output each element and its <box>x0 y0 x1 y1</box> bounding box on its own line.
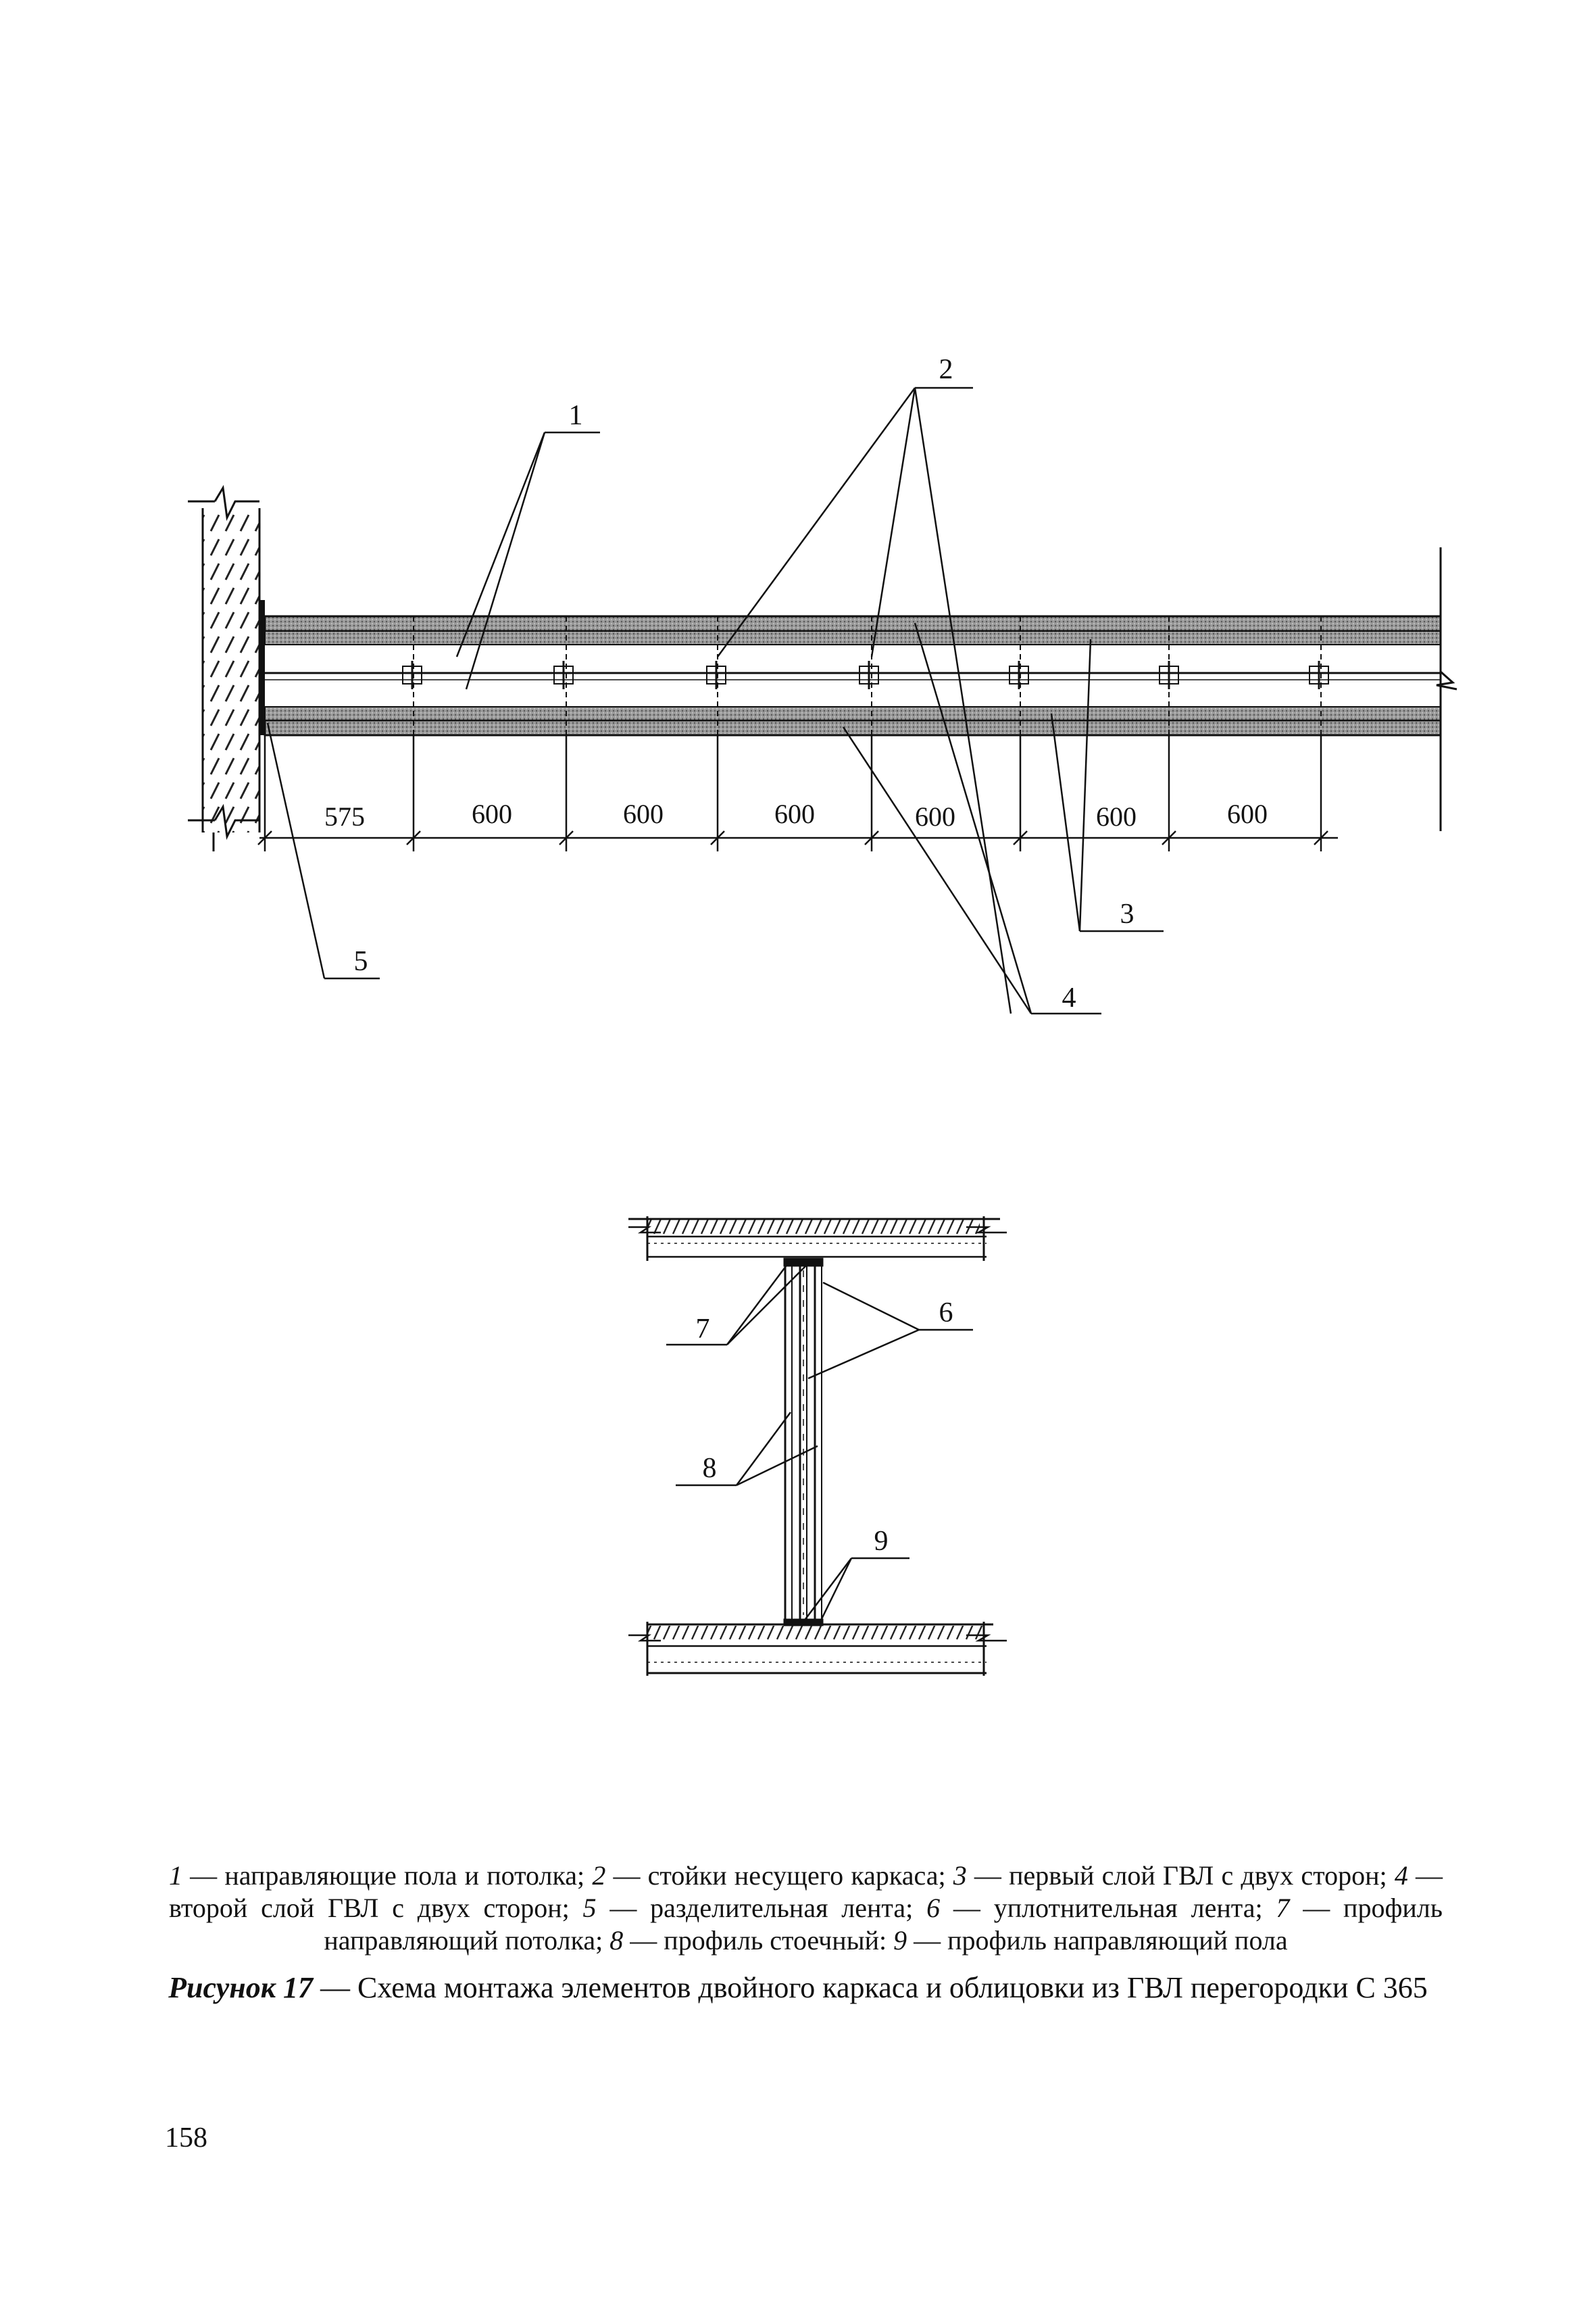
legend-item-3: 3 — первый слой ГВЛ с двух сторон; <box>953 1860 1395 1891</box>
callout-3: 3 <box>1120 899 1134 930</box>
studs <box>402 661 1329 689</box>
legend-item-8: 8 — профиль стоечный: <box>609 1925 894 1956</box>
callout-8: 8 <box>703 1453 717 1484</box>
legend-item-4: 4 — второй слой ГВЛ с двух сторон; <box>169 1860 1443 1923</box>
callout-4: 4 <box>1062 982 1076 1014</box>
callout-5: 5 <box>354 946 368 977</box>
dim-label-6: 600 <box>1227 799 1268 829</box>
callout-2: 2 <box>939 354 953 385</box>
figure-label: Рисунок 17 <box>168 1971 314 2004</box>
dim-label-4: 600 <box>915 801 955 832</box>
masonry-wall <box>188 484 261 851</box>
board-layer-1-top <box>264 630 1441 645</box>
figure-title: — Схема монтажа элементов двойного карка… <box>313 1971 1428 2004</box>
legend-item-1: 1 — направляющие пола и потолка; <box>169 1860 593 1891</box>
callout-1: 1 <box>569 400 583 431</box>
page-number: 158 <box>165 2122 207 2154</box>
dimension-chain <box>257 735 1338 851</box>
callout-6: 6 <box>939 1297 953 1328</box>
separation-tape <box>259 600 265 735</box>
plan-view: 575 600 600 600 600 600 600 <box>188 354 1457 1015</box>
figure-caption: Рисунок 17 — Схема монтажа элементов дво… <box>135 1970 1461 2006</box>
dim-label-2: 600 <box>623 799 664 829</box>
figure-legend: 1 — направляющие пола и потолка; 2 — сто… <box>169 1860 1443 1957</box>
dim-label-5: 600 <box>1096 801 1137 832</box>
legend-item-9: 9 — профиль направляющий пола <box>893 1925 1288 1956</box>
callout-9: 9 <box>874 1526 889 1557</box>
board-layer-2-bottom <box>264 719 1442 737</box>
dim-label-0: 575 <box>324 801 365 832</box>
board-layer-1-bottom <box>264 706 1441 721</box>
legend-item-6: 6 — уплотнительная лента; <box>926 1893 1276 1923</box>
right-break <box>1436 547 1457 831</box>
plan-leaders <box>266 387 1164 1015</box>
legend-item-2: 2 — стойки несущего каркаса; <box>592 1860 953 1891</box>
section-leaders <box>666 1263 973 1625</box>
callout-7: 7 <box>696 1314 710 1345</box>
section-view: 6 7 8 9 <box>628 1216 1007 1676</box>
stud-profiles <box>783 1258 824 1626</box>
board-layer-2-top <box>264 615 1442 632</box>
legend-item-7: 7 — профиль направляющий потолка; <box>324 1893 1443 1956</box>
legend-item-5: 5 — разделительная лента; <box>582 1893 927 1923</box>
dim-label-1: 600 <box>472 799 512 829</box>
dim-label-3: 600 <box>774 799 815 829</box>
floor-slab <box>628 1622 1007 1676</box>
ceiling-slab <box>628 1216 1007 1261</box>
